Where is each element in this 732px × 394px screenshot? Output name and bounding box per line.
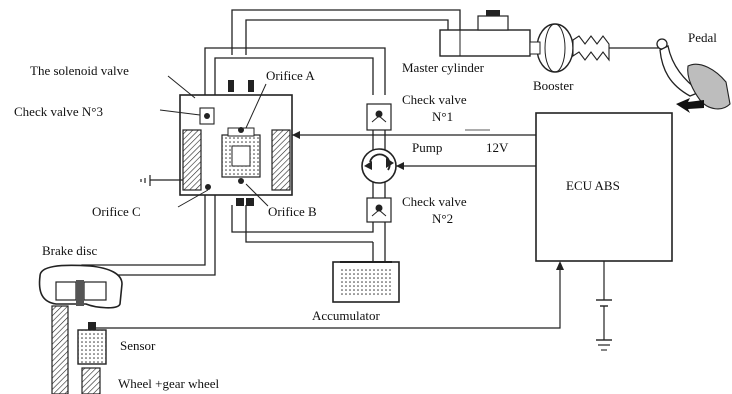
- label-sensor: Sensor: [120, 338, 156, 353]
- label-orifice-a: Orifice A: [266, 68, 315, 83]
- booster-body: [536, 23, 574, 73]
- coil-right: [271, 129, 291, 191]
- line-top-inner: [245, 19, 449, 55]
- label-master-cylinder: Master cylinder: [402, 60, 485, 75]
- ecu: [535, 112, 673, 262]
- ecu-box: [535, 112, 673, 262]
- label-ecu: ECU ABS: [566, 178, 620, 193]
- orifice-c: [205, 184, 211, 190]
- reservoir: [477, 15, 509, 31]
- label-accumulator: Accumulator: [312, 308, 381, 323]
- label-brake-disc: Brake disc: [42, 243, 97, 258]
- coil-left: [182, 129, 202, 191]
- label-orifice-c: Orifice C: [92, 204, 141, 219]
- label-booster: Booster: [533, 78, 574, 93]
- accumulator: [332, 261, 400, 303]
- booster: [529, 23, 660, 73]
- label-voltage: 12V: [486, 140, 509, 155]
- wire-sensor: [92, 268, 561, 329]
- check-valve-1: [366, 103, 392, 131]
- electrical-wires: [92, 129, 612, 351]
- label-check-valve-1-line2: N°1: [432, 109, 453, 124]
- master-cylinder: [439, 10, 531, 57]
- booster-bellows: [572, 35, 610, 62]
- line-mid-inner: [214, 57, 374, 95]
- line-acc-inner: [231, 205, 374, 233]
- label-pump: Pump: [412, 140, 442, 155]
- check-valve-2: [366, 197, 392, 223]
- arrow-left-icon: [676, 98, 704, 113]
- orifice-b: [238, 178, 244, 184]
- solenoid-valve: [140, 80, 293, 206]
- sensor: [77, 322, 107, 365]
- brake-disc: [38, 264, 123, 394]
- leader-lines: [159, 75, 269, 208]
- label-pedal: Pedal: [688, 30, 717, 45]
- label-check-valve-2-line2: N°2: [432, 211, 453, 226]
- disc-shaft: [51, 305, 69, 394]
- line-acc-inner2: [245, 205, 373, 243]
- line-mid-outer: [204, 47, 386, 95]
- reservoir-cap: [486, 10, 500, 16]
- line-top-outer: [231, 9, 461, 55]
- label-check-valve-3: Check valve N°3: [14, 104, 103, 119]
- pedal: [656, 38, 731, 113]
- master-cylinder-body: [439, 29, 531, 57]
- orifice-a: [238, 127, 244, 133]
- sensor-body: [77, 329, 107, 365]
- pump: [361, 148, 397, 184]
- label-solenoid-valve: The solenoid valve: [30, 63, 129, 78]
- foot: [687, 63, 731, 110]
- labels: Pedal Master cylinder Booster The soleno…: [14, 30, 717, 391]
- rotation-arrow-icon: [369, 153, 391, 171]
- wheel-gear: [81, 367, 101, 394]
- label-check-valve-2-line1: Check valve: [402, 194, 467, 209]
- label-wheel: Wheel +gear wheel: [118, 376, 220, 391]
- label-orifice-b: Orifice B: [268, 204, 317, 219]
- label-check-valve-1-line1: Check valve: [402, 92, 467, 107]
